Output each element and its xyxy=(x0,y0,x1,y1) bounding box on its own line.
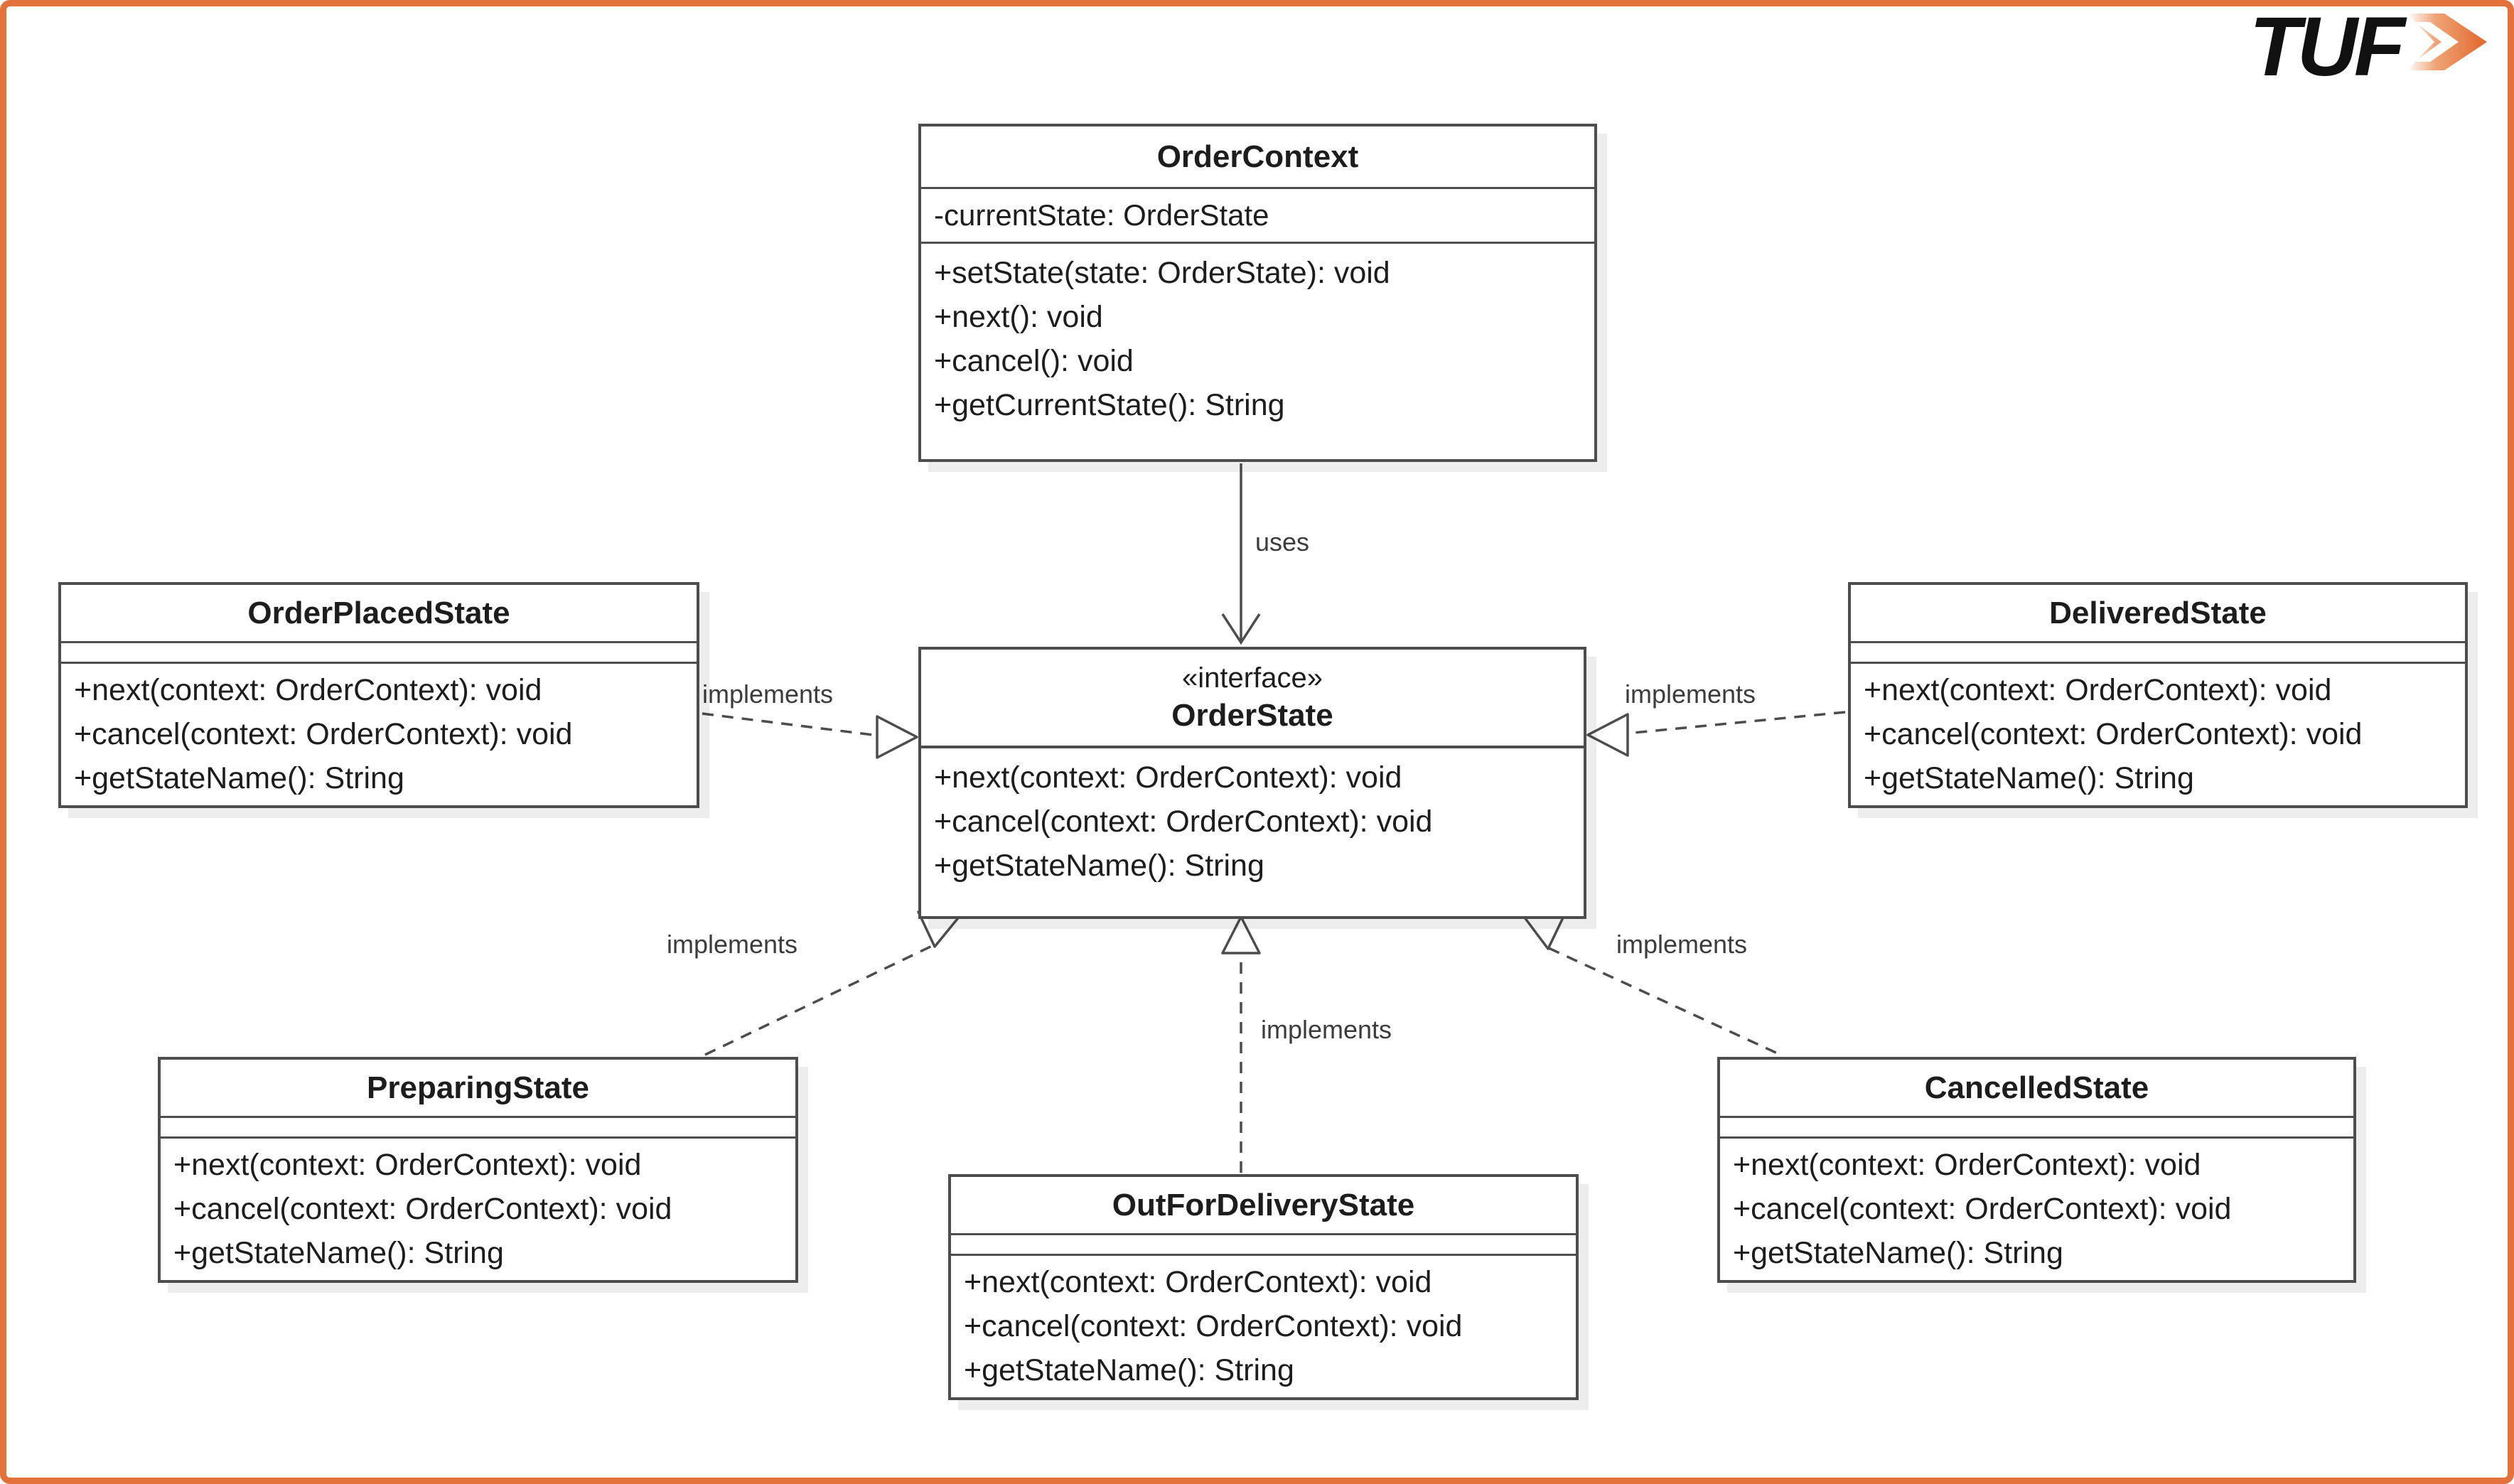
class-methods: +next(context: OrderContext): void +canc… xyxy=(161,1139,795,1280)
class-methods: +next(context: OrderContext): void +canc… xyxy=(61,664,697,805)
class-box-orderstate-interface: «interface» OrderState +next(context: Or… xyxy=(918,647,1586,919)
class-attributes-empty xyxy=(1851,643,2465,664)
class-title-text: DeliveredState xyxy=(2049,595,2267,630)
method-line: +cancel(): void xyxy=(934,344,1134,378)
edge-label-implements-left: implements xyxy=(702,679,834,709)
class-attributes-empty xyxy=(951,1235,1576,1256)
method-line: +setState(state: OrderState): void xyxy=(934,256,1390,290)
class-title: OutForDeliveryState xyxy=(951,1177,1576,1235)
method-line: +getStateName(): String xyxy=(74,761,404,795)
class-title: OrderPlacedState xyxy=(61,585,697,643)
tuf-logo-text: TUF xyxy=(2249,0,2405,94)
class-methods: +setState(state: OrderState): void +next… xyxy=(921,244,1594,459)
edge-label-implements-bottom-right: implements xyxy=(1616,930,1748,959)
edge-uses xyxy=(1221,463,1261,645)
class-title: CancelledState xyxy=(1720,1060,2353,1118)
method-line: +cancel(context: OrderContext): void xyxy=(1864,717,2363,751)
edge-implements-orderplaced xyxy=(702,712,918,759)
edge-label-uses: uses xyxy=(1255,527,1310,556)
class-attributes-empty xyxy=(61,643,697,664)
method-line: +next(): void xyxy=(934,300,1103,334)
open-arrowhead-icon xyxy=(1221,613,1261,645)
method-line: +cancel(context: OrderContext): void xyxy=(964,1309,1463,1343)
edge-label-implements-bottom-left: implements xyxy=(667,930,798,959)
class-box-orderplacedstate: OrderPlacedState +next(context: OrderCon… xyxy=(58,582,699,808)
method-line: +cancel(context: OrderContext): void xyxy=(173,1192,672,1226)
class-title: «interface» OrderState xyxy=(921,650,1584,748)
method-line: +next(context: OrderContext): void xyxy=(173,1148,642,1182)
method-line: +next(context: OrderContext): void xyxy=(964,1265,1432,1299)
class-title: PreparingState xyxy=(161,1060,795,1118)
class-title-text: OutForDeliveryState xyxy=(1112,1187,1415,1222)
class-box-preparingstate: PreparingState +next(context: OrderConte… xyxy=(158,1057,798,1283)
class-title-text: OrderState xyxy=(1171,697,1333,733)
method-line: +cancel(context: OrderContext): void xyxy=(74,717,573,751)
class-attributes-empty xyxy=(1720,1118,2353,1139)
class-title: OrderContext xyxy=(921,127,1594,189)
class-attributes-empty xyxy=(161,1118,795,1139)
realization-triangle-icon xyxy=(876,715,918,759)
method-line: +cancel(context: OrderContext): void xyxy=(1733,1192,2232,1226)
class-title-text: PreparingState xyxy=(367,1070,589,1105)
realization-triangle-icon xyxy=(1221,915,1261,955)
method-line: +next(context: OrderContext): void xyxy=(74,673,542,707)
method-line: +cancel(context: OrderContext): void xyxy=(934,805,1433,839)
method-line: +getStateName(): String xyxy=(1733,1236,2063,1270)
method-line: +getCurrentState(): String xyxy=(934,388,1285,422)
method-line: +getStateName(): String xyxy=(173,1236,504,1270)
method-line: +next(context: OrderContext): void xyxy=(1733,1148,2201,1182)
edge-label-implements-right: implements xyxy=(1625,679,1756,709)
method-line: +next(context: OrderContext): void xyxy=(1864,673,2332,707)
class-title: DeliveredState xyxy=(1851,585,2465,643)
class-box-ordercontext: OrderContext -currentState: OrderState +… xyxy=(918,124,1597,462)
class-title-text: OrderContext xyxy=(1156,139,1359,174)
class-box-outfordeliverystate: OutForDeliveryState +next(context: Order… xyxy=(948,1174,1579,1400)
method-line: +getStateName(): String xyxy=(1864,761,2194,795)
class-attributes: -currentState: OrderState xyxy=(921,189,1594,244)
realization-triangle-icon xyxy=(1586,713,1629,757)
interface-stereotype: «interface» xyxy=(1182,662,1323,694)
attribute-line: -currentState: OrderState xyxy=(934,198,1269,232)
class-methods: +next(context: OrderContext): void +canc… xyxy=(951,1256,1576,1397)
method-line: +next(context: OrderContext): void xyxy=(934,760,1402,795)
edge-implements-delivered xyxy=(1586,711,1846,757)
tuf-logo-arrow-icon xyxy=(2407,14,2487,70)
class-box-cancelledstate: CancelledState +next(context: OrderConte… xyxy=(1717,1057,2356,1283)
tuf-logo: TUF xyxy=(2249,0,2490,94)
class-box-deliveredstate: DeliveredState +next(context: OrderConte… xyxy=(1848,582,2468,808)
class-methods: +next(context: OrderContext): void +canc… xyxy=(1851,664,2465,805)
edge-implements-outfordelivery xyxy=(1221,915,1261,1173)
class-methods: +next(context: OrderContext): void +canc… xyxy=(1720,1139,2353,1280)
edge-label-implements-bottom-center: implements xyxy=(1261,1015,1392,1044)
class-methods: +next(context: OrderContext): void +canc… xyxy=(921,748,1584,916)
class-title-text: OrderPlacedState xyxy=(247,595,510,630)
method-line: +getStateName(): String xyxy=(934,849,1264,883)
method-line: +getStateName(): String xyxy=(964,1353,1294,1387)
class-title-text: CancelledState xyxy=(1924,1070,2149,1105)
